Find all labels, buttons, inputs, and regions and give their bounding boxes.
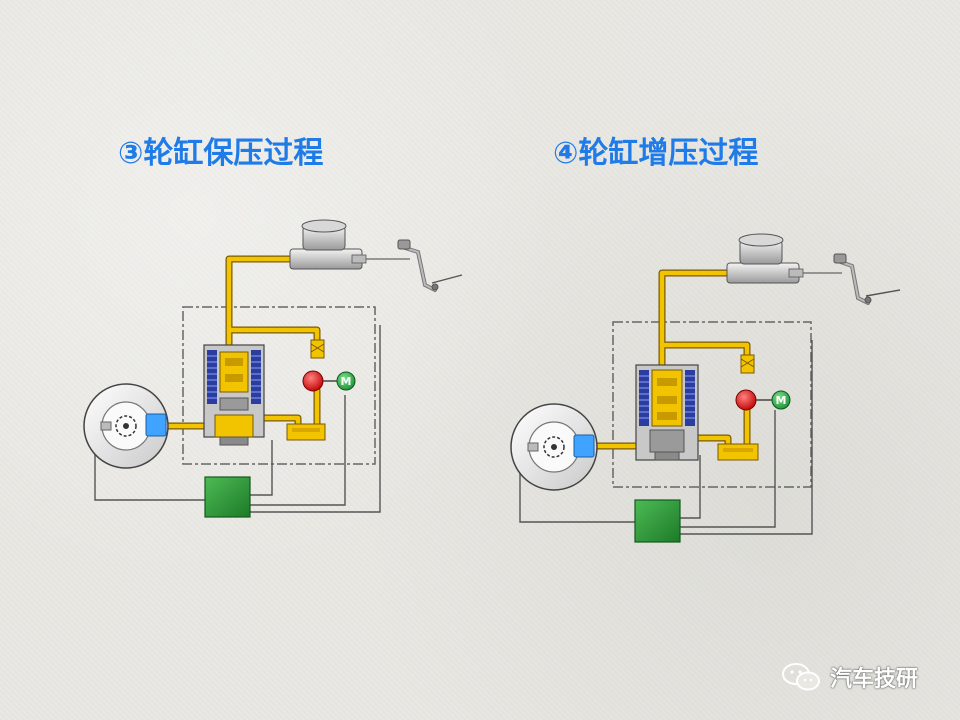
pump-motor-left: M — [302, 370, 356, 392]
ecu-left — [204, 476, 251, 518]
watermark-text: 汽车技研 — [830, 667, 919, 692]
svg-text:M: M — [341, 375, 352, 388]
wechat-icon — [782, 663, 820, 691]
wheel-right — [510, 403, 598, 491]
watermark: 汽车技研 — [780, 660, 918, 694]
master-cylinder-left — [289, 219, 410, 270]
reservoir-right — [717, 443, 759, 461]
check-valve-right — [740, 354, 755, 374]
diagram-hold: M — [83, 219, 463, 518]
brake-pedal-right — [833, 253, 901, 305]
ecu-right — [634, 499, 681, 543]
title-increase-pressure: ④轮缸增压过程 — [553, 136, 759, 171]
modulator-housing — [182, 306, 376, 465]
pump-motor-right: M — [735, 389, 791, 411]
brake-pedal-left — [397, 239, 463, 292]
check-valve-left — [310, 339, 325, 359]
diagram-increase: M — [510, 233, 901, 543]
title-hold-pressure: ③轮缸保压过程 — [118, 136, 324, 171]
wheel-left — [83, 383, 169, 469]
modulator-housing — [612, 321, 812, 488]
solenoid-valve-left — [203, 344, 265, 446]
reservoir-left — [286, 423, 326, 441]
solenoid-valve-right — [635, 364, 699, 461]
master-cylinder-right — [726, 233, 842, 284]
svg-text:M: M — [776, 394, 787, 407]
